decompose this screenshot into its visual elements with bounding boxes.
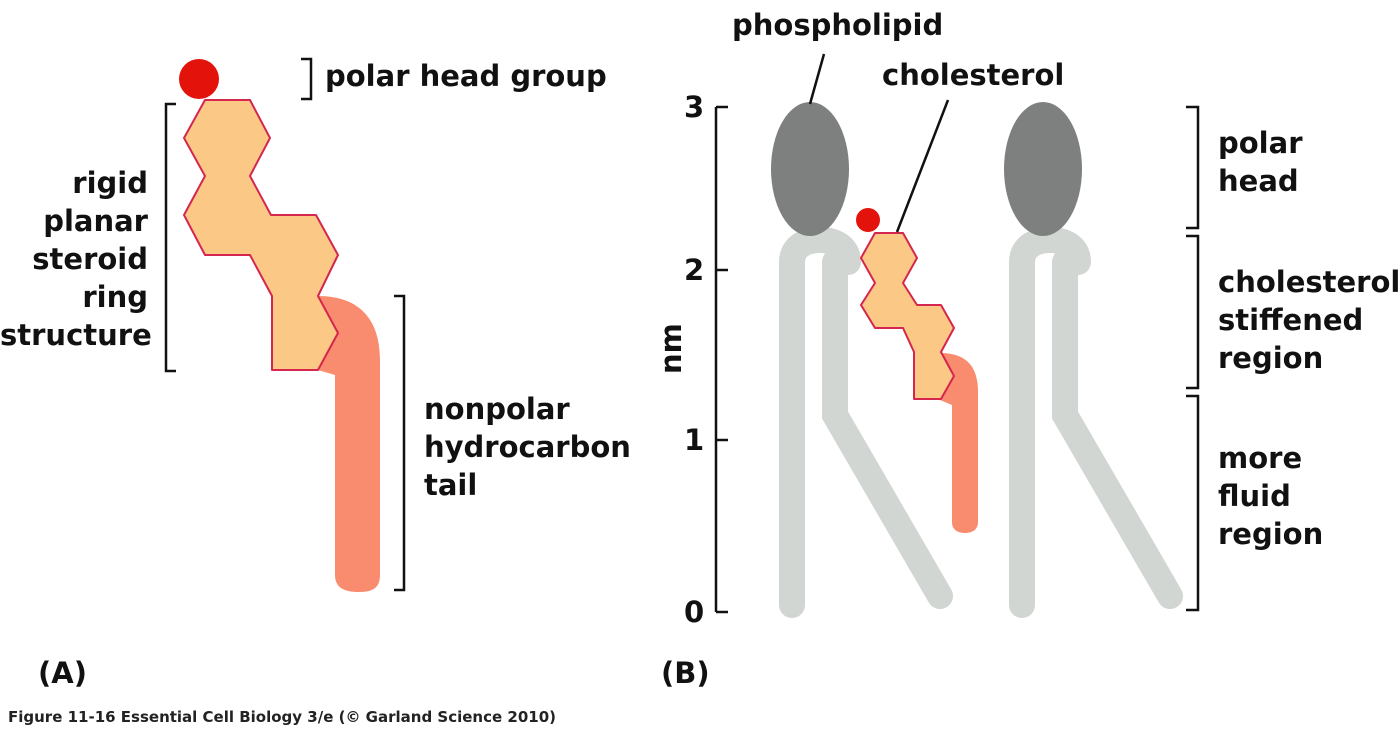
label-line: head [1218, 164, 1299, 198]
label-line: region [1218, 517, 1324, 551]
phospholipid-pointer [808, 53, 826, 105]
label-line: planar [43, 204, 148, 238]
nm-axis [714, 105, 728, 614]
label-line: fluid [1218, 479, 1291, 513]
axis-tick-label-3: 3 [684, 90, 705, 124]
label-cholesterol-stiffened-region: cholesterol- stiffened region [1218, 263, 1400, 377]
label-polar-head: polar head [1218, 124, 1303, 200]
label-line: rigid [72, 166, 148, 200]
steroid-ring-structure-a [183, 99, 339, 371]
panel-b-bilayer [714, 53, 1200, 618]
hydrocarbon-tail-a [318, 296, 380, 592]
label-phospholipid: phospholipid [732, 8, 944, 42]
figure-caption: Figure 11-16 Essential Cell Biology 3/e … [8, 708, 556, 726]
phospholipid-2-tails [1009, 226, 1091, 618]
label-line: polar [1218, 126, 1303, 160]
phospholipid-2 [1004, 102, 1183, 618]
label-line: tail [424, 468, 478, 502]
axis-tick-label-1: 1 [684, 423, 705, 457]
bracket-nonpolar-tail [394, 294, 406, 592]
hydrocarbon-tail-b [940, 353, 978, 533]
axis-label-nm: nm [654, 323, 688, 374]
phospholipid-1-head [771, 102, 849, 236]
label-line: stiffened [1218, 303, 1364, 337]
panel-a-molecule [164, 57, 406, 592]
label-line: more [1218, 441, 1303, 475]
label-line: hydrocarbon [424, 430, 631, 464]
label-line: nonpolar [424, 392, 570, 426]
phospholipid-2-head [1004, 102, 1082, 236]
label-line: cholesterol- [1218, 265, 1400, 299]
label-nonpolar-hydrocarbon-tail: nonpolar hydrocarbon tail [424, 390, 631, 504]
bracket-stiffened-region [1186, 234, 1200, 390]
bracket-polar-head [1186, 105, 1200, 230]
steroid-ring-structure-b [860, 232, 955, 400]
axis-tick-label-2: 2 [684, 253, 705, 287]
label-line: steroid [32, 242, 148, 276]
label-polar-head-group: polar head group [325, 59, 607, 93]
label-line: region [1218, 341, 1324, 375]
bracket-rigid-ring [164, 102, 176, 373]
label-rigid-ring-structure: rigid planar steroid ring structure [0, 164, 152, 354]
label-line: ring [82, 280, 148, 314]
phospholipid-1-tails [779, 226, 861, 618]
cholesterol-b [856, 208, 978, 533]
label-line: structure [0, 318, 152, 352]
bracket-fluid-region [1186, 394, 1200, 612]
cholesterol-polar-head-dot [856, 208, 880, 232]
phospholipid-1 [771, 102, 953, 618]
cholesterol-pointer [895, 99, 950, 233]
bracket-polar-head-group [301, 57, 313, 101]
label-cholesterol: cholesterol [882, 58, 1065, 92]
label-more-fluid-region: more fluid region [1218, 439, 1323, 553]
polar-head-group-dot [179, 59, 219, 99]
panel-a-letter: (A) [38, 656, 87, 690]
axis-tick-label-0: 0 [684, 595, 705, 629]
panel-b-letter: (B) [661, 656, 710, 690]
